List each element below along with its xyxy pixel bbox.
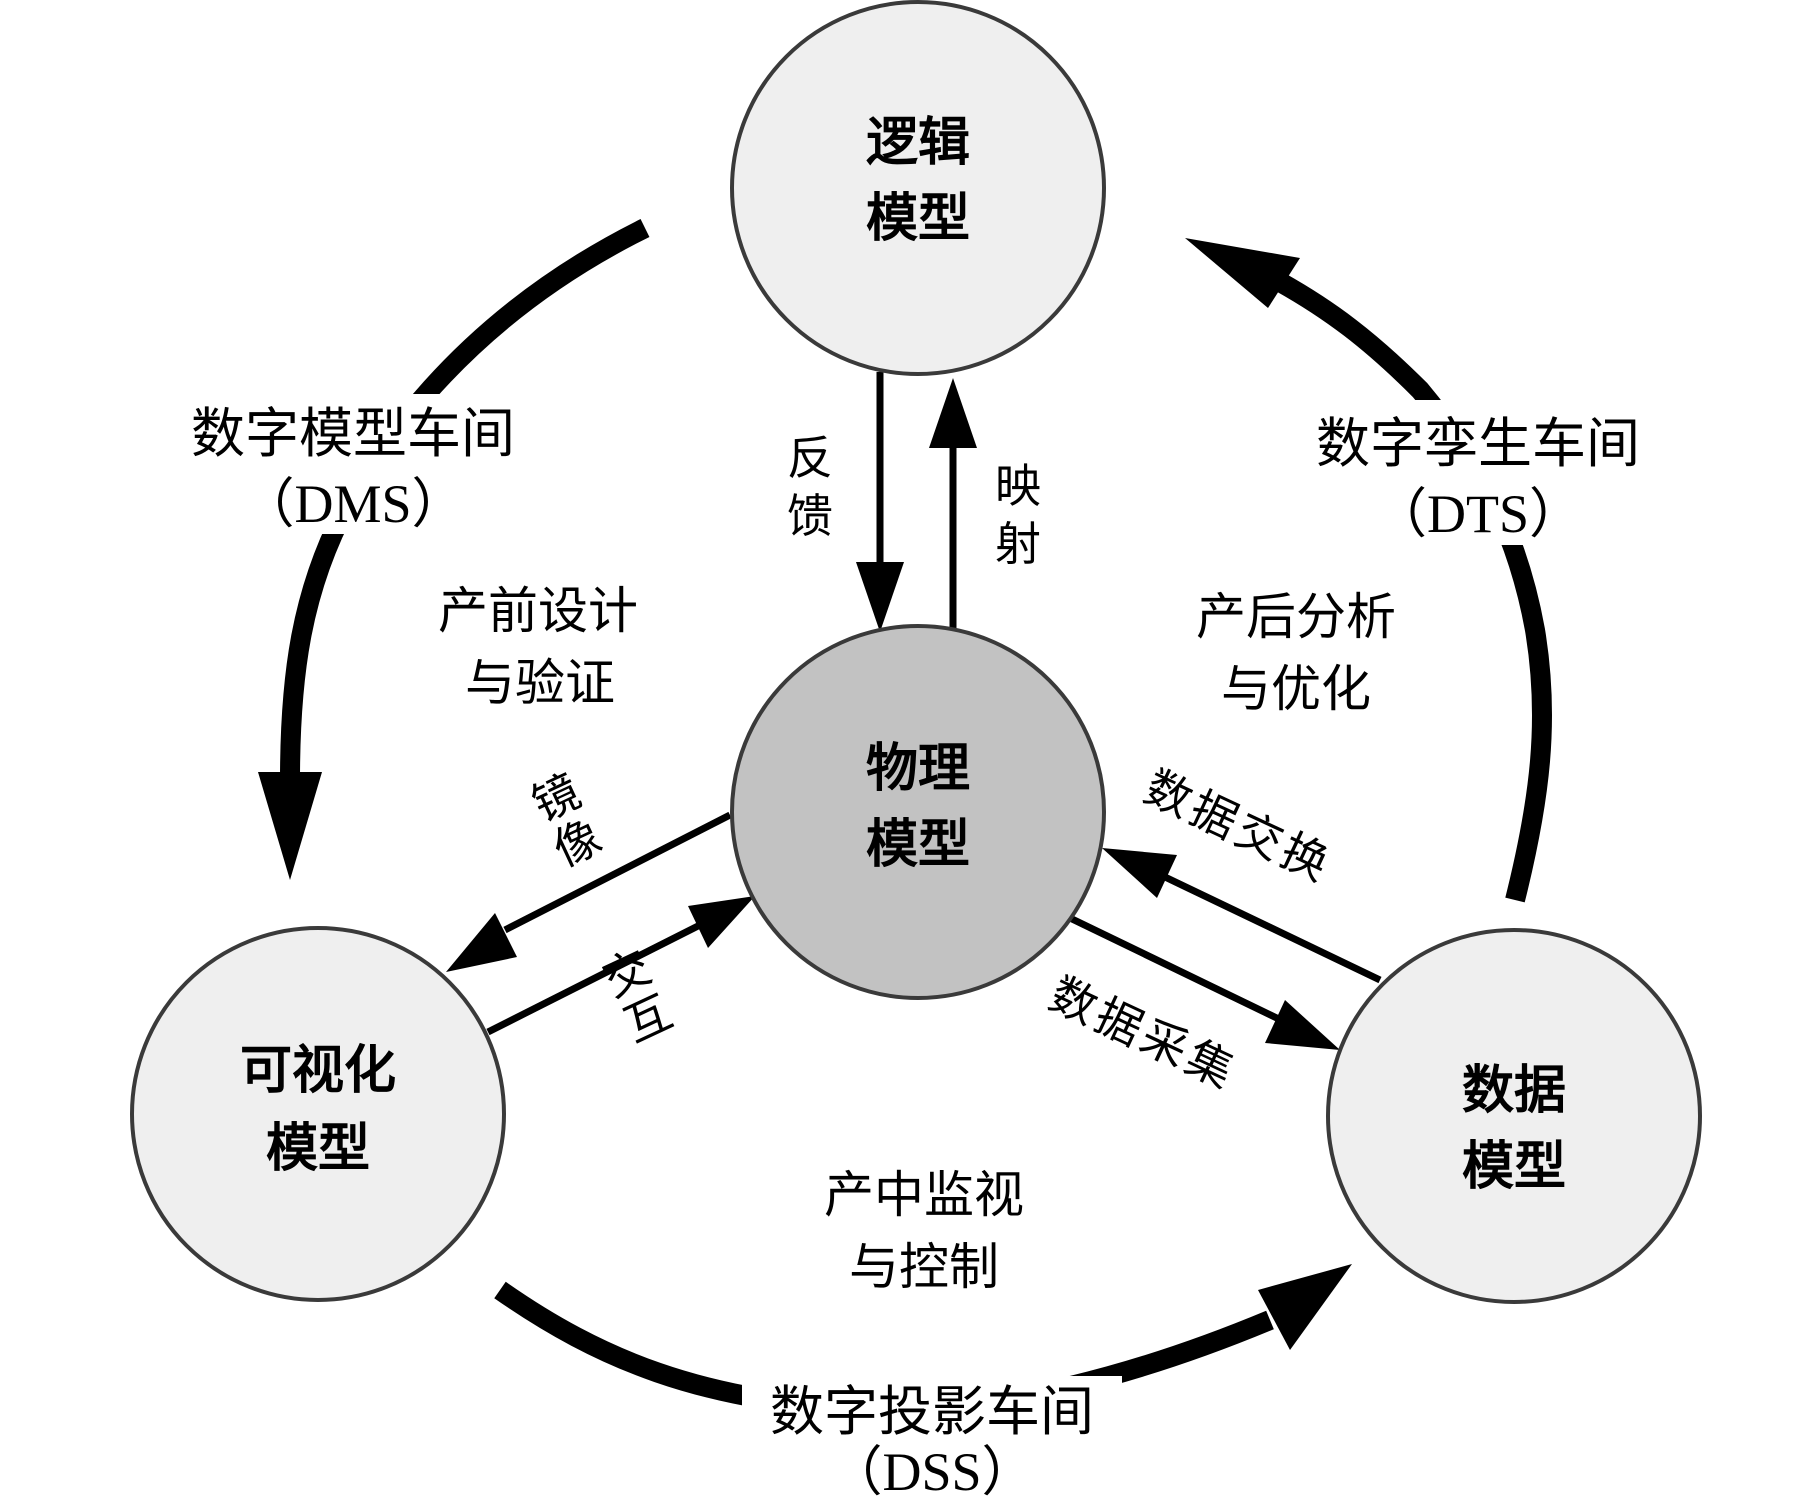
feedback-char-2: 馈 <box>787 489 833 543</box>
node-logic-model: 逻辑 模型 <box>730 0 1106 376</box>
link-interact: 交 互 <box>595 939 681 1053</box>
link-mirror: 镜 像 <box>524 764 610 878</box>
node-physical-model: 物理 模型 <box>730 624 1106 1000</box>
physical-model-line1: 物理 <box>866 738 970 799</box>
label-dts: 数字孪生车间 （DTS） <box>1283 400 1673 545</box>
node-data-model: 数据 模型 <box>1326 928 1702 1304</box>
post-phase-line1: 产后分析 <box>1196 588 1396 646</box>
phase-pre-production: 产前设计 与验证 <box>438 582 638 712</box>
mapping-char-2: 射 <box>995 517 1041 571</box>
mapping-arrow <box>929 378 977 628</box>
dss-arrowhead <box>1258 1264 1352 1350</box>
mid-phase-line1: 产中监视 <box>824 1166 1024 1224</box>
dms-arrowhead <box>258 772 322 880</box>
dts-abbr: （DTS） <box>1373 484 1583 544</box>
pre-phase-line1: 产前设计 <box>438 582 638 640</box>
data-exchange-arrow <box>1102 848 1382 984</box>
link-feedback: 反 馈 <box>787 431 833 543</box>
dss-name: 数字投影车间 <box>770 1382 1094 1442</box>
mirror-arrow <box>446 811 732 972</box>
logic-model-line2: 模型 <box>866 188 970 249</box>
phase-post-production: 产后分析 与优化 <box>1196 588 1396 718</box>
feedback-char-1: 反 <box>787 431 833 485</box>
dms-name: 数字模型车间 <box>191 404 515 464</box>
link-mapping: 映 射 <box>995 459 1041 571</box>
data-collection-arrow <box>1068 914 1340 1050</box>
dts-name: 数字孪生车间 <box>1316 414 1640 474</box>
dss-abbr: （DSS） <box>828 1442 1035 1496</box>
interact-arrow <box>486 896 755 1036</box>
physical-model-line2: 模型 <box>866 814 970 875</box>
data-model-line2: 模型 <box>1462 1136 1566 1197</box>
visual-model-line2: 模型 <box>266 1118 370 1179</box>
phase-in-production: 产中监视 与控制 <box>824 1166 1024 1296</box>
visual-model-line1: 可视化 <box>240 1040 396 1101</box>
dts-arrowhead <box>1185 238 1300 308</box>
label-dms: 数字模型车间 （DMS） <box>158 394 548 534</box>
dms-abbr: （DMS） <box>240 474 465 534</box>
pre-phase-line2: 与验证 <box>465 654 615 712</box>
label-dss: 数字投影车间 （DSS） <box>742 1376 1122 1496</box>
node-visual-model: 可视化 模型 <box>130 926 506 1302</box>
feedback-arrow <box>856 372 904 632</box>
data-model-line1: 数据 <box>1462 1060 1566 1121</box>
mid-phase-line2: 与控制 <box>849 1238 999 1296</box>
mapping-char-1: 映 <box>995 459 1041 513</box>
cycle-arrow-dms <box>258 219 650 880</box>
logic-model-line1: 逻辑 <box>866 112 970 173</box>
post-phase-line2: 与优化 <box>1221 660 1371 718</box>
